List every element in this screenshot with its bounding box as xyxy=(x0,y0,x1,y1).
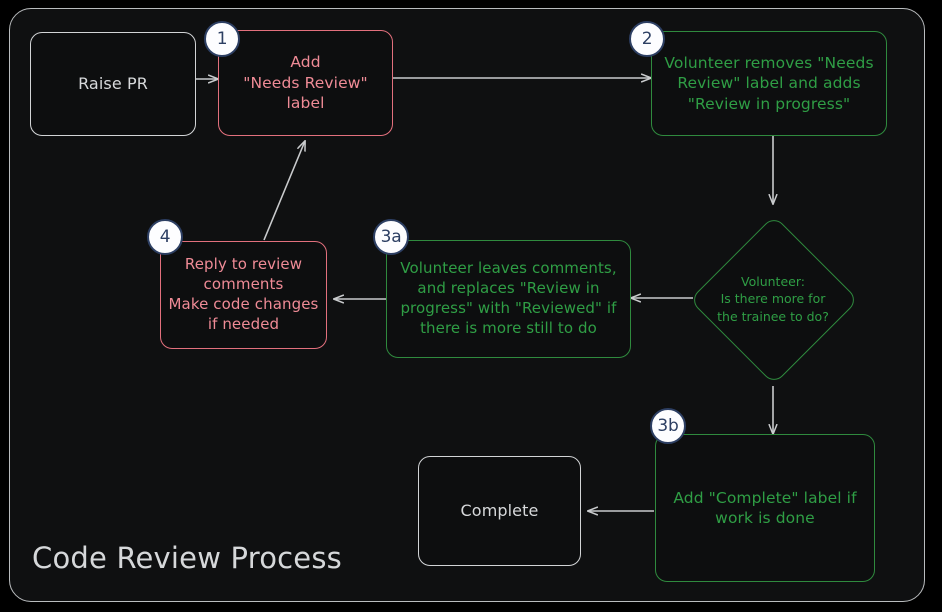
node-complete-label: Complete xyxy=(460,501,539,521)
badge-1[interactable]: 1 xyxy=(204,21,240,57)
badge-2-text: 2 xyxy=(641,29,653,49)
node-leaves-comments-label: Volunteer leaves comments,and replaces "… xyxy=(400,259,617,337)
badge-3a-text: 3a xyxy=(380,227,402,247)
node-leaves-comments[interactable]: Volunteer leaves comments,and replaces "… xyxy=(386,240,631,358)
badge-3b-text: 3b xyxy=(657,416,679,436)
node-raise-pr[interactable]: Raise PR xyxy=(30,32,196,136)
node-add-label[interactable]: Add"Needs Review"label xyxy=(218,30,393,136)
badge-4-text: 4 xyxy=(159,227,171,247)
node-add-label-label: Add"Needs Review"label xyxy=(243,53,368,113)
badge-3b[interactable]: 3b xyxy=(650,408,686,444)
node-raise-pr-label: Raise PR xyxy=(78,74,148,94)
badge-2[interactable]: 2 xyxy=(629,21,665,57)
node-complete[interactable]: Complete xyxy=(418,456,581,566)
diagram-title: Code Review Process xyxy=(32,541,342,575)
badge-3a[interactable]: 3a xyxy=(373,219,409,255)
badge-1-text: 1 xyxy=(216,29,228,49)
badge-4[interactable]: 4 xyxy=(147,219,183,255)
